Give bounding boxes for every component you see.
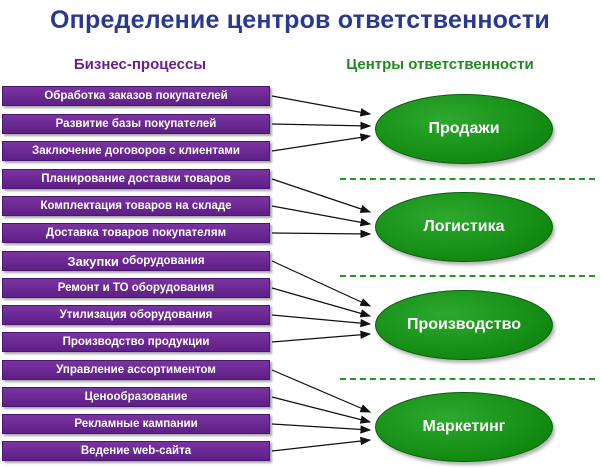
arrow-purchase-to-production xyxy=(271,260,372,307)
center-marketing: Маркетинг xyxy=(375,392,553,462)
arrow-orders-to-sales xyxy=(271,95,372,117)
business-processes-header: Бизнес-процессы xyxy=(73,56,207,73)
arrow-planning-to-logistics xyxy=(271,178,372,213)
arrow-picking-to-logistics xyxy=(271,205,372,227)
process-box-assortment: Управление ассортиментом xyxy=(2,360,270,380)
arrow-delivery-to-logistics xyxy=(271,229,372,239)
arrow-ads-to-marketing xyxy=(271,423,372,434)
arrow-disposal-to-production xyxy=(271,314,372,328)
process-box-production: Производство продукции xyxy=(2,332,270,352)
center-logistics: Логистика xyxy=(375,192,553,262)
arrow-pricing-to-marketing xyxy=(271,396,372,424)
arrow-production-to-production xyxy=(271,330,372,343)
process-box-order-processing: Обработка заказов покупателей xyxy=(2,86,270,106)
arrow-customers-to-sales xyxy=(271,121,372,131)
process-box-equipment-purchase: Закупки оборудования xyxy=(2,251,270,271)
center-production: Производство xyxy=(375,290,553,360)
arrow-contracts-to-sales xyxy=(271,133,372,152)
separator-line xyxy=(340,178,595,180)
process-box-equipment-disposal: Утилизация оборудования xyxy=(2,305,270,325)
arrow-repair-to-production xyxy=(271,287,372,318)
process-box-contracts: Заключение договоров с клиентами xyxy=(2,141,270,161)
arrow-assortment-to-marketing xyxy=(271,369,372,413)
process-box-ad-campaigns: Рекламные кампании xyxy=(2,414,270,434)
process-box-customer-base: Развитие базы покупателей xyxy=(2,114,270,134)
process-box-delivery: Доставка товаров покупателям xyxy=(2,223,270,243)
responsibility-centers-header: Центры ответственности xyxy=(346,56,534,73)
process-box-pricing: Ценообразование xyxy=(2,387,270,407)
process-box-website: Ведение web-сайта xyxy=(2,441,270,461)
arrow-website-to-marketing xyxy=(271,436,372,452)
process-box-delivery-planning: Планирование доставки товаров xyxy=(2,169,270,189)
separator-line xyxy=(340,378,595,380)
process-box-warehouse-picking: Комплектация товаров на складе xyxy=(2,196,270,216)
page-title: Определение центров ответственности xyxy=(50,6,550,34)
separator-line xyxy=(340,275,595,277)
center-sales: Продажи xyxy=(375,94,553,164)
process-box-equipment-repair: Ремонт и ТО оборудования xyxy=(2,278,270,298)
